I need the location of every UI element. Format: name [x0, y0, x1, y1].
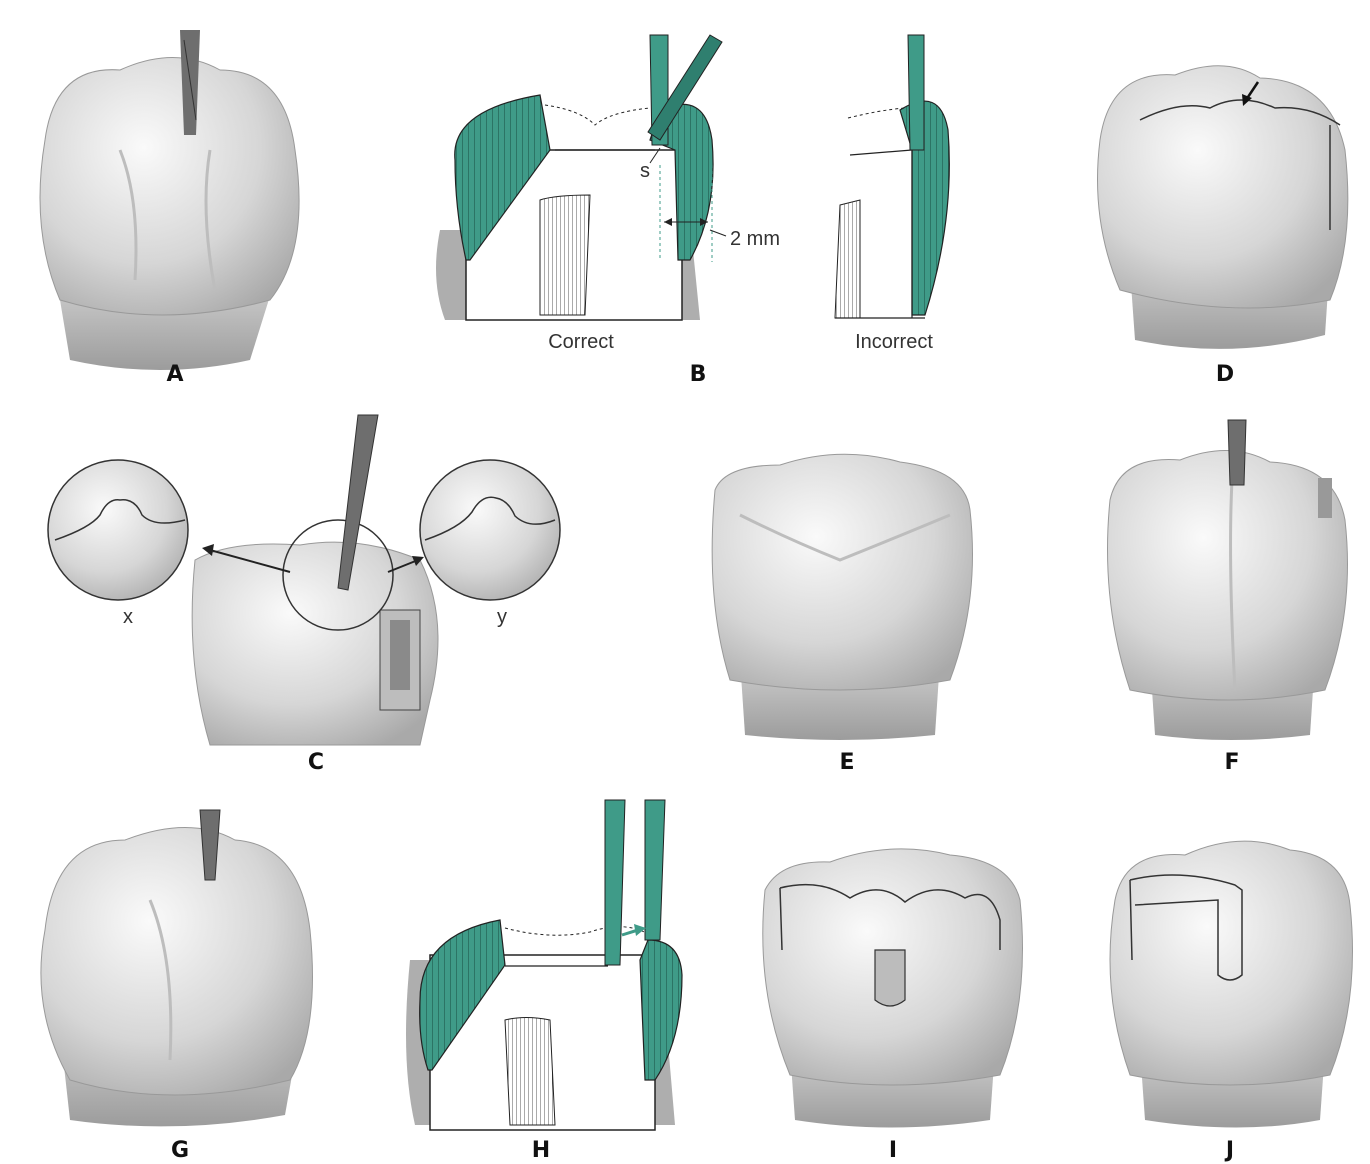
- arrow-h: [622, 924, 646, 936]
- bur-b-incorrect: [908, 35, 924, 150]
- tooth-g: [41, 828, 313, 1127]
- panel-label-d: D: [1216, 362, 1234, 387]
- bur-h-end: [645, 800, 665, 940]
- tooth-a: [40, 58, 299, 371]
- tooth-c: [192, 520, 438, 745]
- tooth-d: [1098, 66, 1348, 349]
- panel-label-e: E: [839, 750, 854, 775]
- label-x: x: [123, 606, 133, 629]
- bur-f: [1228, 420, 1246, 485]
- label-y: y: [497, 606, 507, 629]
- tooth-e: [712, 454, 972, 740]
- caption-correct: Correct: [548, 331, 614, 354]
- tooth-i: [763, 849, 1023, 1128]
- caption-incorrect: Incorrect: [855, 331, 933, 354]
- label-2mm: 2 mm: [730, 228, 780, 251]
- panel-label-a: A: [166, 362, 183, 387]
- panel-label-f: F: [1224, 750, 1239, 775]
- label-s: s: [640, 160, 650, 183]
- panel-label-c: C: [308, 750, 324, 775]
- zoom-circle-y: [420, 460, 560, 600]
- bur-h-start: [605, 800, 625, 965]
- section-h: [406, 920, 682, 1130]
- panel-label-h: H: [532, 1138, 550, 1163]
- panel-label-g: G: [171, 1138, 189, 1163]
- section-b-correct: [436, 95, 726, 320]
- panel-label-j: J: [1226, 1138, 1234, 1163]
- tooth-f: [1108, 450, 1348, 740]
- section-b-incorrect: [835, 101, 949, 318]
- tooth-j: [1110, 841, 1353, 1127]
- zoom-circle-x: [48, 460, 188, 600]
- panel-label-i: I: [889, 1138, 897, 1163]
- panel-label-b: B: [690, 362, 707, 387]
